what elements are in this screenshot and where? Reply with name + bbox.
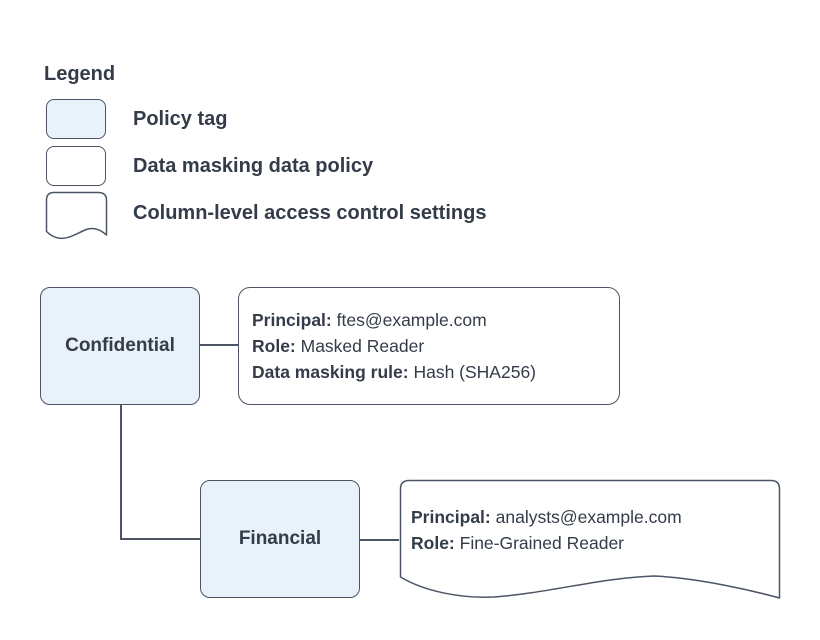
legend-label-policy-tag: Policy tag — [133, 107, 228, 130]
connector-confidential-to-policy — [200, 344, 238, 346]
column-access-settings-shape — [399, 479, 781, 599]
policy-principal-line: Principal: ftes@example.com — [252, 307, 619, 333]
legend-title: Legend — [44, 63, 116, 85]
column-access-swatch — [45, 191, 108, 240]
data-masking-policy-swatch — [46, 146, 106, 186]
settings-role-value: Fine-Grained Reader — [459, 533, 625, 553]
settings-principal-line: Principal: analysts@example.com — [411, 504, 771, 530]
policy-principal-value: ftes@example.com — [336, 310, 487, 330]
policy-tag-swatch — [46, 99, 106, 139]
column-access-settings-node: Principal: analysts@example.com Role: Fi… — [411, 479, 771, 581]
settings-role-line: Role: Fine-Grained Reader — [411, 530, 771, 556]
policy-masking-rule-value: Hash (SHA256) — [413, 362, 537, 382]
legend-label-data-masking-policy: Data masking data policy — [133, 154, 374, 177]
policy-role-value: Masked Reader — [300, 336, 425, 356]
legend-label-column-access: Column-level access control settings — [133, 201, 487, 224]
policy-masking-rule-line: Data masking rule: Hash (SHA256) — [252, 359, 619, 385]
policy-role-line: Role: Masked Reader — [252, 333, 619, 359]
connector-confidential-to-financial-horizontal — [120, 538, 200, 540]
policy-tag-financial-label: Financial — [238, 528, 322, 549]
connector-financial-to-settings — [360, 539, 399, 541]
policy-role-label: Role: — [252, 336, 296, 356]
policy-tag-financial: Financial — [200, 480, 360, 598]
data-masking-policy-node: Principal: ftes@example.com Role: Masked… — [238, 287, 620, 405]
settings-role-label: Role: — [411, 533, 455, 553]
settings-principal-label: Principal: — [411, 507, 491, 527]
policy-principal-label: Principal: — [252, 310, 332, 330]
policy-tag-confidential: Confidential — [40, 287, 200, 405]
policy-tag-confidential-label: Confidential — [65, 335, 175, 356]
policy-masking-rule-label: Data masking rule: — [252, 362, 409, 382]
settings-principal-value: analysts@example.com — [495, 507, 682, 527]
connector-confidential-to-financial-vertical — [120, 405, 122, 539]
